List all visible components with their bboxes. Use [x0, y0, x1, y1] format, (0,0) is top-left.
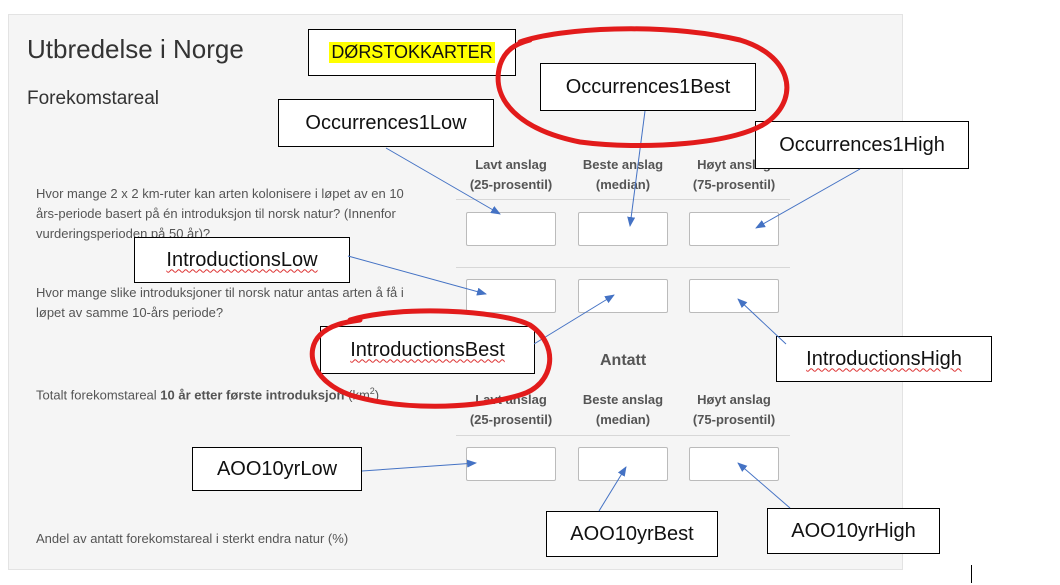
column-header-best: Beste anslag (median) [568, 155, 678, 195]
tag-highlight: DØRSTOKKARTER [329, 42, 495, 63]
column-header-low-line1: Lavt anslag [475, 157, 547, 172]
column-header-low-2: Lavt anslag (25-prosentil) [456, 390, 566, 430]
tag-callout: DØRSTOKKARTER [308, 29, 516, 76]
question-total-area-suffix: (km [344, 387, 370, 403]
question-total-area: Totalt forekomstareal 10 år etter første… [36, 381, 379, 405]
section-title: Forekomstareal [27, 88, 159, 109]
column-header-best-line1: Beste anslag [582, 157, 664, 172]
column-header-best-2: Beste anslag (median) [568, 390, 678, 430]
column-header-best-2-line1: Beste anslag [582, 392, 664, 407]
question-altered-nature: Andel av antatt forekomstareal i sterkt … [36, 531, 349, 546]
column-header-low-2-line2: (25-prosentil) [469, 412, 553, 427]
aoo10yr-low-input[interactable] [466, 447, 556, 481]
question-total-area-bold: 10 år etter første introduksjon [160, 387, 345, 403]
column-header-high: Høyt anslag (75-prosentil) [679, 155, 789, 195]
occurrences-high-input[interactable] [689, 212, 779, 246]
introductions-low-input[interactable] [466, 279, 556, 313]
page-title: Utbredelse i Norge [27, 34, 244, 64]
aoo10yr-high-input[interactable] [689, 447, 779, 481]
column-header-low-line2: (25-prosentil) [469, 177, 553, 192]
column-header-high-line2: (75-prosentil) [692, 177, 776, 192]
occurrences-best-input[interactable] [578, 212, 668, 246]
column-header-low: Lavt anslag (25-prosentil) [456, 155, 566, 195]
callout-introductions-best: IntroductionsBest [320, 326, 535, 374]
question-introductions-line2: løpet av samme 10-års periode? [36, 305, 224, 320]
column-header-best-line2: (median) [595, 177, 651, 192]
antatt-label: Antatt [600, 352, 647, 369]
column-header-high-2: Høyt anslag (75-prosentil) [679, 390, 789, 430]
callout-occurrences-best: Occurrences1Best [540, 63, 756, 111]
question-total-area-close: ) [374, 387, 380, 403]
question-total-area-prefix: Totalt forekomstareal [36, 387, 161, 403]
aoo10yr-best-input[interactable] [578, 447, 668, 481]
column-header-low-2-line1: Lavt anslag [475, 392, 547, 407]
callout-occurrences-low: Occurrences1Low [278, 99, 494, 147]
divider [456, 199, 790, 200]
occurrences-low-input[interactable] [466, 212, 556, 246]
question-introductions: Hvor mange slike introduksjoner til nors… [36, 283, 404, 323]
question-introductions-line1: Hvor mange slike introduksjoner til nors… [36, 285, 404, 300]
callout-aoo10yr-best: AOO10yrBest [546, 511, 718, 557]
divider [456, 267, 790, 268]
callout-introductions-high: IntroductionsHigh [776, 336, 992, 382]
callout-aoo10yr-high: AOO10yrHigh [767, 508, 940, 554]
callout-introductions-low: IntroductionsLow [134, 237, 350, 283]
text-cursor [971, 565, 972, 583]
divider [456, 435, 790, 436]
column-header-high-line1: Høyt anslag [697, 157, 771, 172]
column-header-high-2-line1: Høyt anslag [697, 392, 771, 407]
callout-aoo10yr-low: AOO10yrLow [192, 447, 362, 491]
introductions-high-input[interactable] [689, 279, 779, 313]
column-header-best-2-line2: (median) [595, 412, 651, 427]
introductions-best-input[interactable] [578, 279, 668, 313]
question-occurrences: Hvor mange 2 x 2 km-ruter kan arten kolo… [36, 184, 404, 244]
column-header-high-2-line2: (75-prosentil) [692, 412, 776, 427]
callout-occurrences-high: Occurrences1High [755, 121, 969, 169]
question-occurrences-line2: års-periode basert på én introduksjon ti… [36, 206, 396, 221]
question-occurrences-line1: Hvor mange 2 x 2 km-ruter kan arten kolo… [36, 186, 404, 201]
